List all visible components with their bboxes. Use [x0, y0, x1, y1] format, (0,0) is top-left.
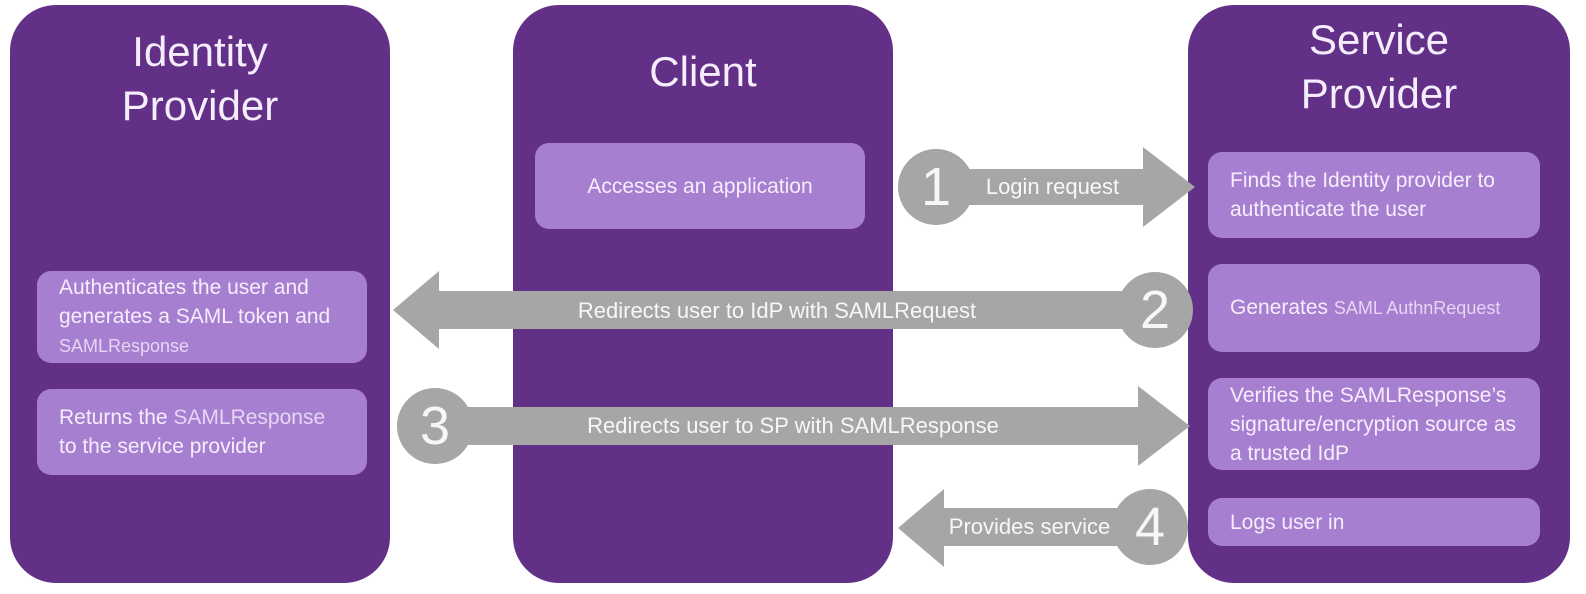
step-1-badge: 1 [898, 149, 974, 225]
arrow-4-label: Provides service [948, 514, 1111, 539]
sp-finds-idp-box: Finds the Identity provider to authentic… [1208, 152, 1540, 238]
sp-generates-authnrequest-text: Generates SAML AuthnRequest [1230, 296, 1501, 319]
saml-authnrequest-term: SAML AuthnRequest [1333, 298, 1501, 318]
service-provider-column: Service Provider Finds the Identity prov… [1188, 5, 1570, 583]
arrow-3-right-arrowhead-icon [1138, 386, 1190, 466]
sp-finds-idp-text: Finds the Identity provider to authentic… [1230, 169, 1495, 221]
arrow-3-label: Redirects user to SP with SAMLResponse [587, 413, 999, 438]
sp-logs-user-in-box: Logs user in [1208, 498, 1540, 546]
client-title: Client [649, 48, 757, 95]
identity-provider-title: Identity Provider [121, 28, 279, 129]
saml-response-term: SAMLResponse [59, 336, 190, 356]
client-accesses-app-text: Accesses an application [587, 174, 813, 198]
idp-authenticates-text: Authenticates the user and generates a S… [59, 276, 331, 356]
idp-returns-response-text: Returns the SAMLResponse to the service … [59, 406, 326, 458]
sp-verifies-signature-box: Verifies the SAMLResponse’s signature/en… [1208, 378, 1540, 470]
arrow-2-left-arrowhead-icon [393, 271, 439, 349]
saml-response-term: SAMLResponse [173, 406, 326, 429]
step-3-badge: 3 [397, 388, 473, 464]
client-accesses-app-box: Accesses an application [535, 143, 865, 229]
arrow-3-shaft [435, 407, 1138, 445]
arrow-2-shaft [437, 291, 1153, 329]
idp-authenticates-box: Authenticates the user and generates a S… [37, 271, 367, 363]
step-4-badge: 4 [1112, 489, 1188, 565]
sp-verifies-signature-text: Verifies the SAMLResponse’s signature/en… [1230, 383, 1516, 465]
arrow-2-label: Redirects user to IdP with SAMLRequest [577, 298, 977, 323]
arrow-1-right-arrowhead-icon [1143, 147, 1195, 227]
idp-returns-response-box: Returns the SAMLResponse to the service … [37, 389, 367, 475]
identity-provider-column: Identity Provider Authenticates the user… [10, 5, 390, 583]
service-provider-title: Service Provider [1300, 16, 1458, 117]
sp-logs-user-in-text: Logs user in [1230, 510, 1345, 534]
step-2-badge: 2 [1117, 272, 1193, 348]
arrow-4-left-arrowhead-icon [898, 489, 944, 567]
arrow-1-label: Login request [985, 174, 1120, 199]
sp-generates-authnrequest-box: Generates SAML AuthnRequest [1208, 264, 1540, 352]
